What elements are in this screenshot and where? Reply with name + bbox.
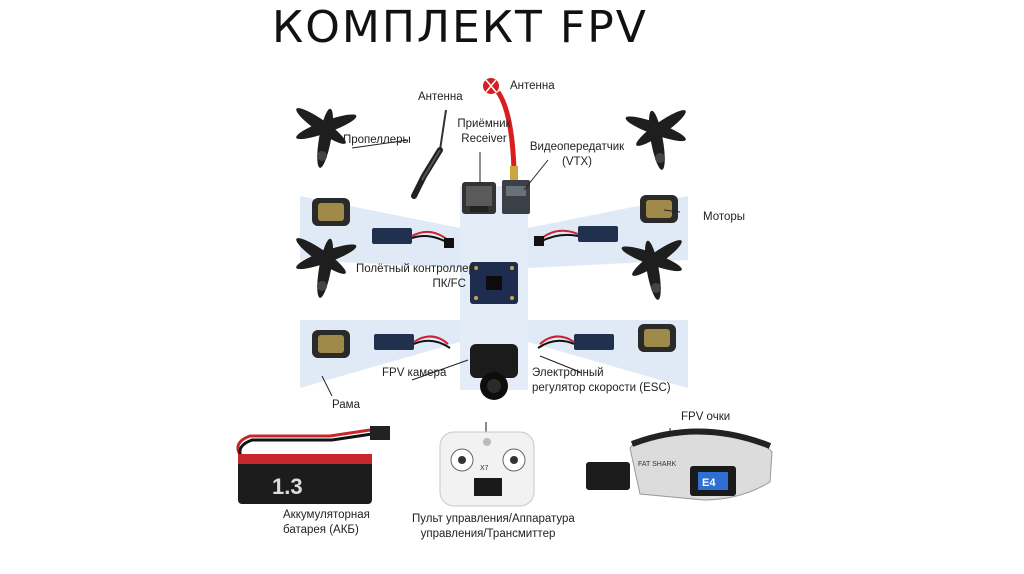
motor-bottom-left	[312, 330, 350, 358]
battery-print: 1.3	[272, 474, 303, 499]
label-battery-line1: Аккумуляторная	[283, 509, 370, 521]
remote-brand: X7	[480, 465, 489, 472]
battery: 1.3	[236, 426, 390, 504]
motor-bottom-right	[638, 324, 676, 352]
label-esc: Электронный регулятор скорости (ESC)	[532, 366, 671, 396]
esc-top-right	[534, 226, 618, 246]
label-remote: Пульт управления/Аппаратура управления/Т…	[412, 512, 575, 542]
receiver-antenna	[411, 109, 447, 199]
label-receiver-line1: Приёмник	[457, 118, 511, 130]
remote-controller: X7	[439, 422, 535, 507]
label-esc-line2: регулятор скорости (ESC)	[532, 382, 671, 394]
page-title: КОМПЛЕКТ FPV	[272, 2, 648, 53]
goggles-screen: E4	[702, 477, 716, 489]
propeller-bottom-left	[296, 238, 357, 298]
vtx-antenna	[483, 78, 518, 180]
propeller-top-right	[625, 110, 686, 170]
esc-bottom-right	[537, 334, 614, 350]
label-flight-controller: Полётный контроллер ПК/FC	[356, 262, 475, 292]
label-vtx-line2: (VTX)	[561, 156, 593, 168]
label-receiver-line2: Receiver	[461, 133, 507, 145]
esc-top-left	[372, 228, 454, 248]
motor-top-right	[640, 195, 678, 223]
label-fc-line2: ПК/FC	[432, 278, 467, 290]
label-battery: Аккумуляторная батарея (АКБ)	[283, 508, 370, 538]
label-fc-line1: Полётный контроллер	[356, 263, 475, 275]
label-antenna-receiver: Антенна	[418, 91, 463, 103]
label-fpv-goggles: FPV очки	[681, 411, 731, 423]
label-remote-line1: Пульт управления/Аппаратура	[412, 513, 575, 525]
leader-lines	[321, 139, 681, 444]
label-battery-line2: батарея (АКБ)	[283, 524, 359, 536]
fpv-camera	[470, 344, 518, 400]
label-receiver: Приёмник Receiver	[448, 117, 520, 147]
receiver	[462, 182, 496, 214]
esc-bottom-left	[374, 334, 451, 350]
label-antenna-vtx: Антенна	[510, 80, 555, 92]
goggles-brand: FAT SHARK	[638, 461, 677, 468]
flight-controller	[470, 262, 518, 304]
label-remote-line2: управления/Трансмиттер	[420, 528, 556, 540]
label-fpv-camera: FPV камера	[382, 367, 447, 379]
label-propellers: Пропеллеры	[343, 134, 411, 146]
label-frame: Рама	[332, 399, 360, 411]
label-motors: Моторы	[703, 211, 746, 223]
motor-top-left	[312, 198, 350, 226]
label-vtx-line1: Видеопередатчик	[529, 141, 625, 153]
propeller-bottom-right	[621, 240, 682, 300]
label-esc-line1: Электронный	[532, 367, 604, 379]
label-vtx: Видеопередатчик (VTX)	[527, 140, 627, 170]
video-transmitter	[502, 180, 530, 214]
propeller-top-left	[296, 108, 357, 168]
fpv-goggles: E4 FAT SHARK	[586, 428, 773, 501]
